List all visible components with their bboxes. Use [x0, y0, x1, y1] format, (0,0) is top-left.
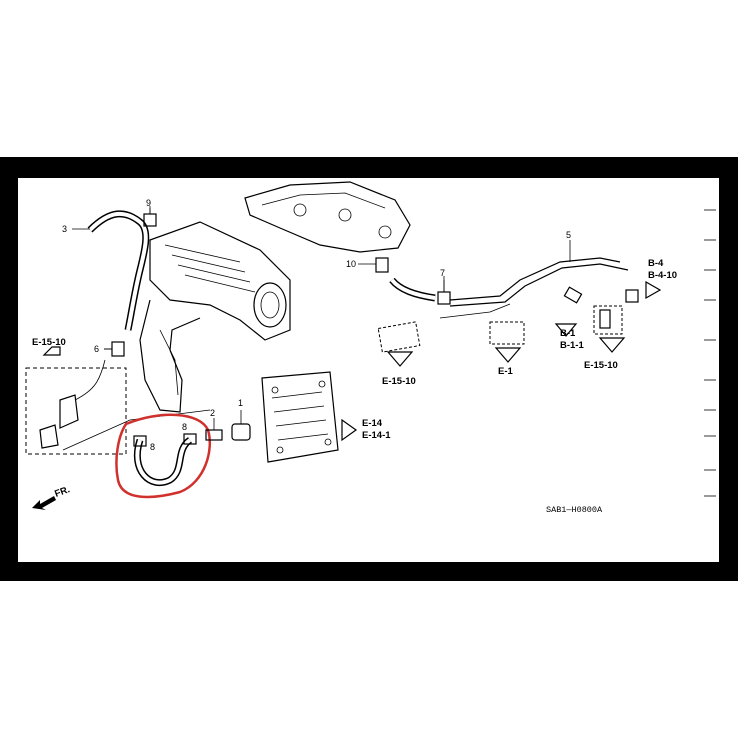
part-number-7: 7: [440, 268, 445, 278]
detail-box-mid: [377, 321, 421, 353]
ref-e-1: E-1: [498, 366, 514, 377]
pipe-assembly-5: [439, 257, 639, 329]
separator-plate: [261, 371, 339, 463]
ref-b-4-10: B-4-10: [648, 270, 677, 281]
part-number-5: 5: [566, 230, 571, 240]
intake-manifold: [139, 221, 291, 413]
highlighted-hose-8: [133, 433, 197, 487]
diagram-sheet: [18, 178, 719, 562]
detail-box-right: [593, 305, 623, 335]
ref-b-1-1: B-1-1: [560, 340, 584, 351]
ref-e-15-10-mid: E-15-10: [382, 376, 416, 387]
edge-ticks: [704, 209, 716, 497]
leader-lines: [72, 208, 571, 350]
fitting-2: [205, 418, 223, 441]
hose-10: [375, 257, 436, 302]
ref-e-15-10-right: E-15-10: [584, 360, 618, 371]
part-number-9: 9: [146, 198, 151, 208]
ref-arrows: [42, 280, 662, 442]
ref-e-14-1: E-14-1: [362, 430, 391, 441]
ref-b-1: B-1: [560, 328, 576, 339]
detail-box-left: [25, 359, 211, 455]
part-number-8b: 8: [182, 422, 187, 432]
pcv-valve-1: [231, 410, 251, 441]
part-number-10: 10: [346, 259, 356, 269]
detail-box-e1: [489, 321, 525, 345]
valve-cover: [244, 181, 411, 253]
ref-b-4: B-4: [648, 258, 664, 269]
highlight-ring: [115, 413, 212, 499]
breather-hose-3: [87, 210, 150, 331]
part-number-8a: 8: [150, 442, 155, 452]
part-number-3: 3: [62, 224, 67, 234]
drawing-code: SAB1—H0800A: [546, 505, 603, 515]
ref-e-15-10-left: E-15-10: [32, 337, 66, 348]
front-arrow-icon: [32, 496, 56, 510]
front-label: FR.: [53, 484, 71, 500]
part-number-2: 2: [210, 408, 215, 418]
part-number-6: 6: [94, 344, 99, 354]
ref-e-14: E-14: [362, 418, 383, 429]
part-number-1: 1: [238, 398, 243, 408]
